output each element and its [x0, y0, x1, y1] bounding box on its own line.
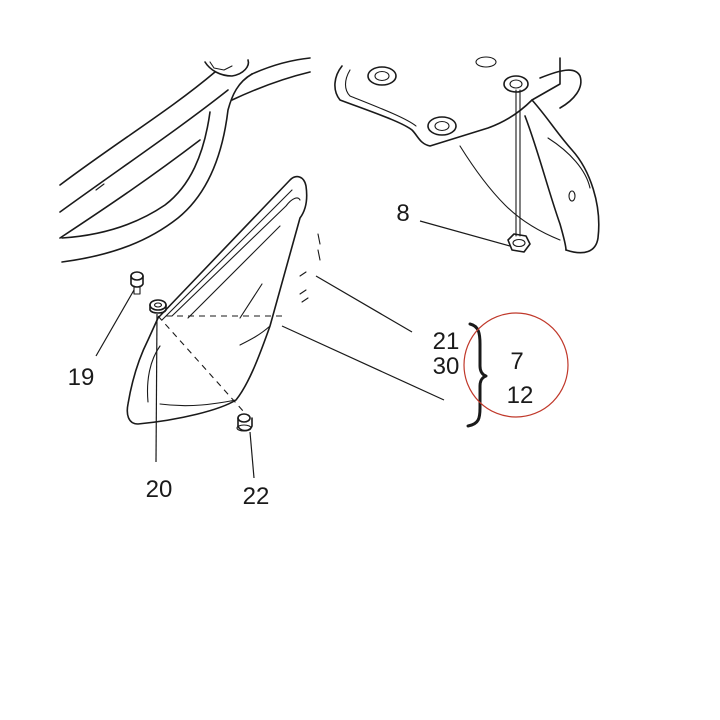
callout-part-22: 22 [243, 483, 270, 510]
callout-part-20: 20 [146, 476, 173, 503]
callout-part-8: 8 [396, 200, 409, 227]
bolt-part-19 [130, 271, 144, 295]
callout-part-30: 30 [433, 353, 460, 380]
grommet-part-22 [236, 413, 253, 432]
washer-part-20 [149, 299, 167, 314]
side-cover-panel [126, 175, 321, 425]
callout-part-12: 12 [507, 382, 534, 409]
callout-part-7: 7 [510, 348, 523, 375]
mounting-bracket [334, 56, 600, 254]
callout-brace [466, 322, 488, 428]
callout-part-19: 19 [68, 364, 95, 391]
callout-part-21: 21 [433, 328, 460, 355]
assembly-dashed-lines [157, 315, 282, 413]
frame-tube [59, 57, 311, 263]
nut-part-8 [507, 233, 531, 253]
leader-lines [95, 220, 511, 479]
highlight-circle [463, 312, 569, 418]
